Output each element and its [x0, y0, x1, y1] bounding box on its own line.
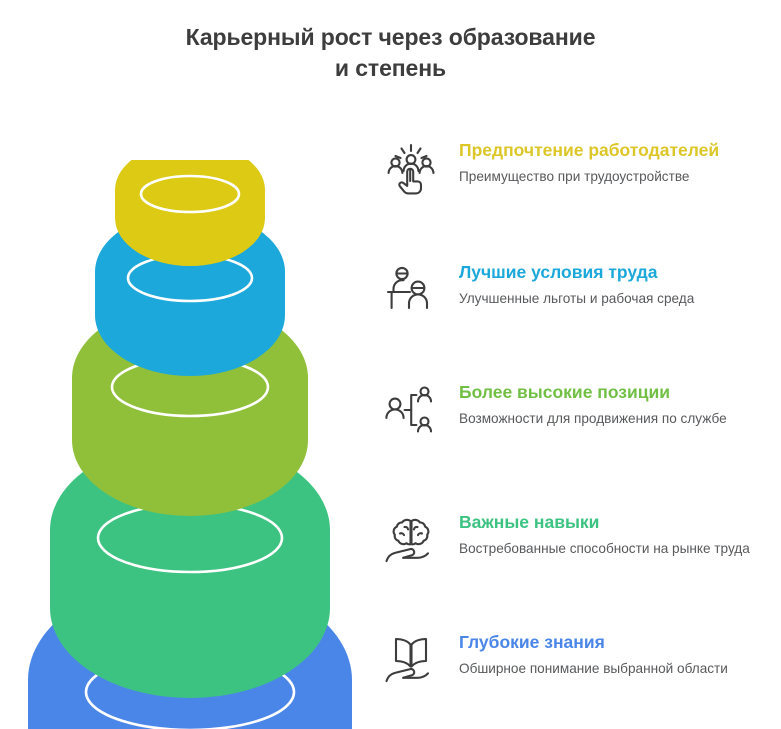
- item-title: Предпочтение работодателей: [459, 140, 720, 160]
- item-description: Востребованные способности на рынке труд…: [459, 541, 750, 556]
- item-description: Обширное понимание выбранной области: [459, 661, 728, 676]
- item-title: Лучшие условия труда: [459, 262, 658, 282]
- item-description: Улучшенные льготы и рабочая среда: [459, 291, 695, 306]
- stone-layer-employer-preference: [115, 160, 265, 266]
- item-description: Преимущество при трудоустройстве: [459, 169, 690, 184]
- brain-in-hand-icon: [383, 512, 439, 568]
- page-title: Карьерный рост через образование и степе…: [0, 22, 781, 84]
- item-description: Возможности для продвижения по службе: [459, 411, 727, 426]
- item-title: Важные навыки: [459, 512, 600, 532]
- item-text-block: Важные навыки Востребованные способности…: [459, 512, 759, 559]
- page-title-line-1: Карьерный рост через образование: [185, 24, 596, 50]
- item-title: Глубокие знания: [459, 632, 605, 652]
- book-in-hand-icon: [383, 632, 439, 688]
- interview-desk-icon: [383, 262, 439, 318]
- stacked-stones-pyramid: [0, 160, 380, 729]
- page-title-line-2: и степень: [334, 55, 447, 81]
- item-text-block: Лучшие условия труда Улучшенные льготы и…: [459, 262, 759, 309]
- item-text-block: Глубокие знания Обширное понимание выбра…: [459, 632, 759, 679]
- item-text-block: Предпочтение работодателей Преимущество …: [459, 140, 759, 187]
- item-text-block: Более высокие позиции Возможности для пр…: [459, 382, 759, 429]
- org-chart-icon: [383, 382, 439, 438]
- people-choice-icon: [383, 140, 439, 196]
- item-title: Более высокие позиции: [459, 382, 671, 402]
